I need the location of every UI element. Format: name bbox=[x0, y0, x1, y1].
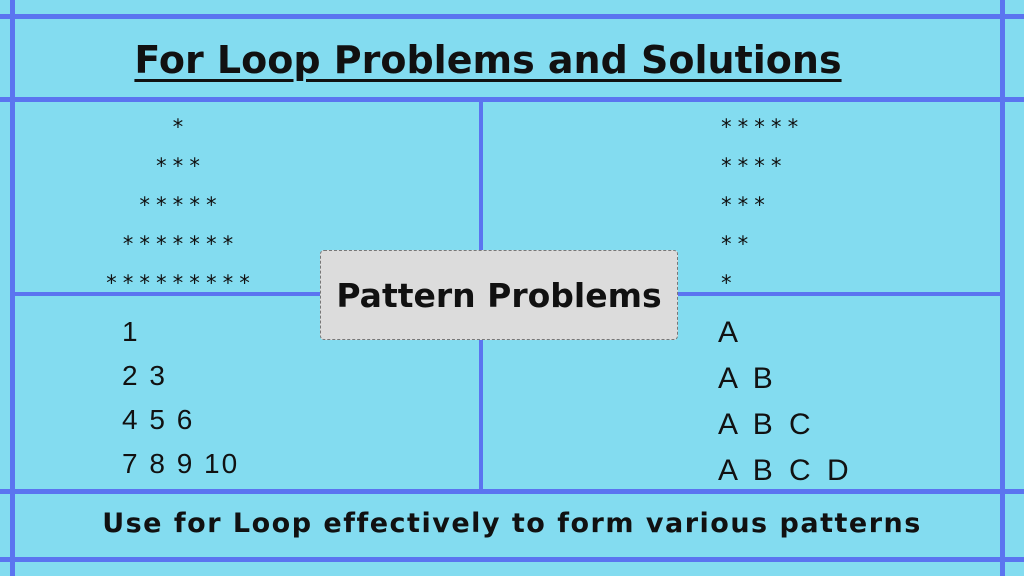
right-border-line bbox=[1000, 0, 1005, 576]
pattern-row: * bbox=[171, 115, 189, 139]
footer-divider-top bbox=[0, 489, 1024, 494]
footer-caption: Use for Loop effectively to form various… bbox=[102, 508, 922, 539]
pattern-row: *** bbox=[155, 154, 205, 178]
pattern-row: * bbox=[720, 271, 737, 295]
pattern-row: ***** bbox=[138, 193, 222, 217]
inverted-star-pattern: ***** **** *** ** * bbox=[720, 108, 803, 303]
pattern-row: 4 5 6 bbox=[122, 404, 195, 435]
pattern-row: A B C D bbox=[718, 454, 853, 487]
pattern-row: *** bbox=[720, 193, 770, 217]
letter-triangle-pattern: A A B A B C A B C D bbox=[718, 310, 853, 494]
pattern-problems-label: Pattern Problems bbox=[320, 250, 678, 340]
number-triangle-pattern: 1 2 3 4 5 6 7 8 9 10 bbox=[122, 310, 239, 486]
pattern-row: A bbox=[718, 316, 743, 349]
pattern-row: ******* bbox=[121, 232, 239, 256]
top-border-line bbox=[0, 14, 1024, 19]
pattern-row: ***** bbox=[720, 115, 804, 139]
pattern-row: ** bbox=[720, 232, 754, 256]
star-pyramid-pattern: * *** ***** ******* ********* bbox=[60, 108, 300, 303]
pattern-row: ********* bbox=[105, 271, 255, 295]
pattern-row: 2 3 bbox=[122, 360, 167, 391]
pattern-row: 1 bbox=[122, 316, 140, 347]
pattern-row: A B C bbox=[718, 408, 815, 441]
pattern-row: A B bbox=[718, 362, 777, 395]
page-title: For Loop Problems and Solutions bbox=[0, 38, 1024, 82]
title-divider-line bbox=[0, 97, 1024, 102]
title-text: For Loop Problems and Solutions bbox=[134, 38, 842, 82]
left-border-line bbox=[10, 0, 15, 576]
footer-divider-bottom bbox=[0, 557, 1024, 562]
pattern-row: **** bbox=[720, 154, 787, 178]
pattern-row: 7 8 9 10 bbox=[122, 448, 240, 479]
